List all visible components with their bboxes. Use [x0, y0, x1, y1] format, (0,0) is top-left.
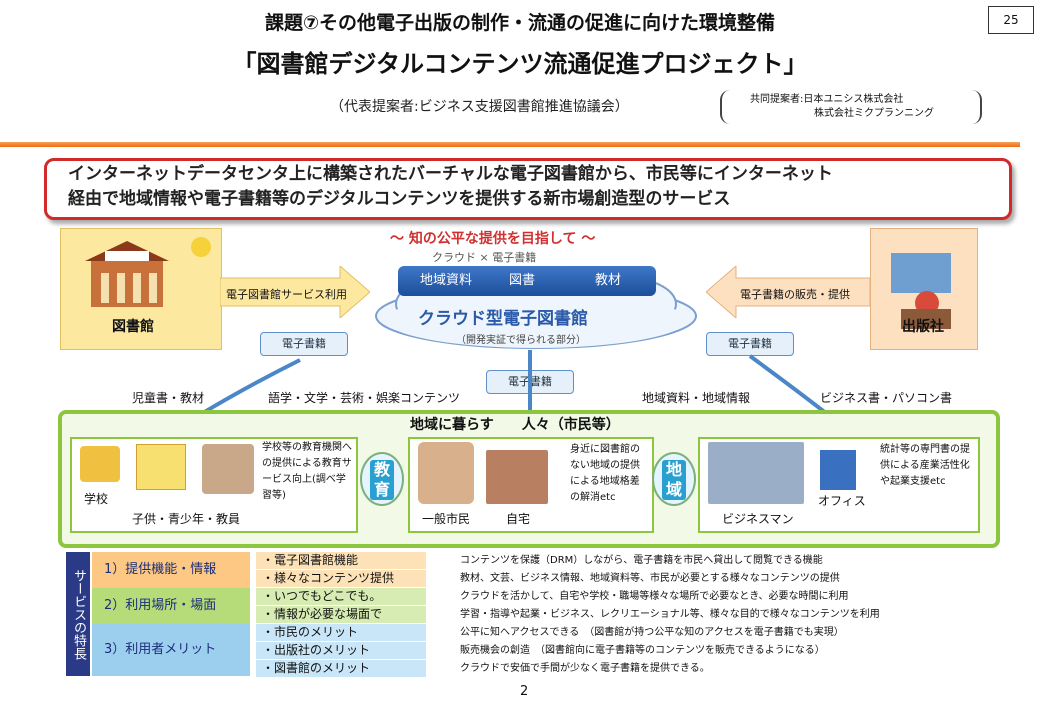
summary-box: [44, 158, 1012, 220]
cylinder-materials: 教材: [560, 266, 656, 296]
service-desc-5: 公平に知へアクセスできる （図書館が持つ公平な知のアクセスを電子書籍でも実現）: [460, 627, 844, 638]
office-desc: 統計等の専門書の提供による産業活性化や起業支援etc: [880, 444, 970, 487]
service-item-3a: ・市民のメリット: [256, 624, 426, 641]
service-item-3b: ・出版社のメリット: [256, 642, 426, 659]
poster-icon: [136, 444, 186, 490]
service-row-3: 3）利用者メリット: [92, 624, 250, 676]
service-desc-6: 販売機会の創造 （図書館向に電子書籍等のコンテンツを販売できるようになる）: [460, 645, 825, 656]
service-item-1b: ・様々なコンテンツ提供: [256, 570, 426, 587]
category-2: 語学・文学・芸術・娯楽コンテンツ: [268, 391, 461, 405]
education-label: 教育: [370, 460, 394, 500]
businessman-label: ビジネスマン: [722, 512, 794, 526]
cloud-sub-label: （開発実証で得られる部分）: [456, 335, 586, 346]
library-arrow: [220, 266, 370, 318]
service-desc-7: クラウドで安価で手間が少なく電子書籍を提供できる。: [460, 663, 710, 674]
co-proposer-bracket: [720, 90, 982, 124]
house-icon: [486, 450, 548, 504]
service-item-2b: ・情報が必要な場面で: [256, 606, 426, 623]
service-row-1: 1）提供機能・情報: [92, 552, 250, 588]
library-box: [60, 228, 222, 350]
service-desc-3: クラウドを活かして、自宅や学校・職場等様々な場所で必要なとき、必要な時間に利用: [460, 591, 849, 602]
service-item-1a: ・電子図書館機能: [256, 552, 426, 569]
co-proposer-2: 株式会社ミクプランニング: [814, 108, 934, 119]
cloud-main-label: クラウド型電子図書館: [418, 309, 588, 329]
school-people: 子供・青少年・教員: [132, 512, 241, 526]
service-desc-1: コンテンツを保護（DRM）しながら、電子書籍を市民へ貸出して閲覧できる機能: [460, 555, 823, 566]
businessman-photo: [708, 442, 804, 504]
ebook-scroll-right: 電子書籍: [706, 332, 794, 356]
summary-line-1: インターネットデータセンタ上に構築されたバーチャルな電子図書館から、市民等にイン…: [68, 164, 833, 184]
service-side-label: サービスの特長: [66, 552, 90, 676]
citizen-photo: [418, 442, 474, 504]
representative: （代表提案者:ビジネス支援図書館推進協議会）: [330, 99, 629, 115]
home-desc: 身近に図書館のない地域の提供による地域格差の解消etc: [570, 444, 640, 503]
region-label: 地域: [662, 460, 686, 500]
page-number: 25: [988, 6, 1034, 34]
citizen-label: 一般市民: [422, 512, 471, 526]
cloud-top-label: クラウド × 電子書籍: [432, 251, 537, 264]
school-icon: [80, 446, 120, 482]
publisher-label: 出版社: [902, 319, 944, 335]
category-3: 地域資料・地域情報: [642, 391, 751, 405]
region-badge: 地域: [652, 452, 696, 506]
service-row-2: 2）利用場所・場面: [92, 588, 250, 624]
category-4: ビジネス書・パソコン書: [820, 391, 953, 405]
office-label: オフィス: [818, 494, 866, 508]
diagram-subtitle: ～ 知の公平な提供を目指して ～: [390, 231, 596, 247]
publisher-arrow: [706, 266, 870, 318]
publisher-arrow-label: 電子書籍の販売・提供: [740, 288, 850, 301]
service-desc-4: 学習・指導や起業・ビジネス、レクリエーショナル等、様々な目的で様々なコンテンツを…: [460, 609, 880, 620]
school-label: 学校: [84, 492, 109, 506]
service-item-3c: ・図書館のメリット: [256, 660, 426, 677]
student-photo: [202, 444, 254, 494]
publisher-box: [870, 228, 978, 350]
home-label: 自宅: [506, 512, 531, 526]
divider: [0, 142, 1020, 147]
service-item-2a: ・いつでもどこでも。: [256, 588, 426, 605]
page-title: 課題⑦その他電子出版の制作・流通の促進に向けた環境整備: [264, 12, 776, 34]
library-arrow-label: 電子図書館サービス利用: [226, 288, 347, 301]
cylinder-books: 図書: [474, 266, 570, 296]
summary-text: インターネットデータセンタ上に構築されたバーチャルな電子図書館から、市民等にイン…: [68, 162, 998, 212]
publisher-icon: [891, 253, 951, 329]
co-proposer-1: 共同提案者:日本ユニシス株式会社: [750, 94, 904, 105]
summary-line-2: 経由で地域情報や電子書籍等のデジタルコンテンツを提供する新市場創造型のサービス: [68, 189, 731, 209]
library-label: 図書館: [112, 319, 154, 335]
ebook-scroll-left: 電子書籍: [260, 332, 348, 356]
project-title: 「図書館デジタルコンテンツ流通促進プロジェクト」: [232, 50, 808, 78]
citizens-title: 地域に暮らす 人々（市民等）: [410, 417, 620, 433]
education-badge: 教育: [360, 452, 404, 506]
co-proposers: 共同提案者:日本ユニシス株式会社株式会社ミクプランニング: [750, 93, 934, 121]
footer-page-number: 2: [520, 684, 529, 699]
school-desc: 学校等の教育機関への提供による教育サービス向上(調べ学習等): [262, 442, 352, 501]
library-icon: [85, 237, 211, 307]
category-1: 児童書・教材: [132, 391, 205, 405]
office-icon: [820, 450, 856, 490]
service-desc-2: 教材、文芸、ビジネス情報、地域資料等、市民が必要とする様々なコンテンツの提供: [460, 573, 840, 584]
